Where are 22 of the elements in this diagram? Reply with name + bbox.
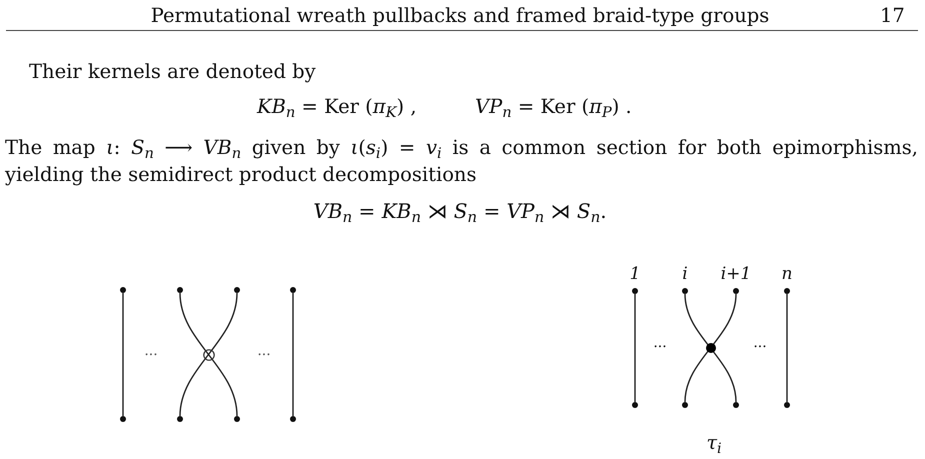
strand-line bbox=[634, 294, 636, 402]
strand-label: i+1 bbox=[720, 264, 752, 284]
strand-label: i bbox=[682, 264, 688, 284]
ellipsis: ... bbox=[257, 343, 271, 359]
ellipsis: ... bbox=[144, 343, 158, 359]
figure-label: τ$_{i}$ bbox=[706, 431, 722, 455]
running-head: Permutational wreath pullbacks and framed braid-type groups bbox=[150, 4, 770, 28]
ellipsis: ... bbox=[653, 335, 667, 351]
strand-line bbox=[122, 293, 124, 416]
strand-label: 1 bbox=[630, 264, 640, 284]
display-formula: KB$_{n}$ = Ker (π$_{K}$) , bbox=[257, 95, 417, 119]
strand-line bbox=[786, 294, 788, 402]
crossing-strands bbox=[179, 292, 238, 416]
crossing-strands bbox=[684, 294, 737, 402]
display-formula: VB$_{n}$ = KB$_{n}$ ⋊ S$_{n}$ = VP$_{n}$ ⋊ S$_{n}$. bbox=[313, 199, 607, 223]
ellipsis: ... bbox=[753, 335, 767, 351]
page-number: 17 bbox=[880, 4, 905, 28]
display-formula: VP$_{n}$ = Ker (π$_{P}$) . bbox=[475, 95, 632, 119]
body-text: Their kernels are denoted by bbox=[29, 60, 316, 84]
strand-label: n bbox=[782, 264, 792, 284]
strand-line bbox=[292, 293, 294, 416]
body-text: The map ι: S$_{n}$ ⟶ VB$_{n}$ given by ι(s$_{i}$) = v$_{i}$ is a common section for both epimorphisms, yielding the semidirect product decompositions bbox=[5, 135, 918, 188]
